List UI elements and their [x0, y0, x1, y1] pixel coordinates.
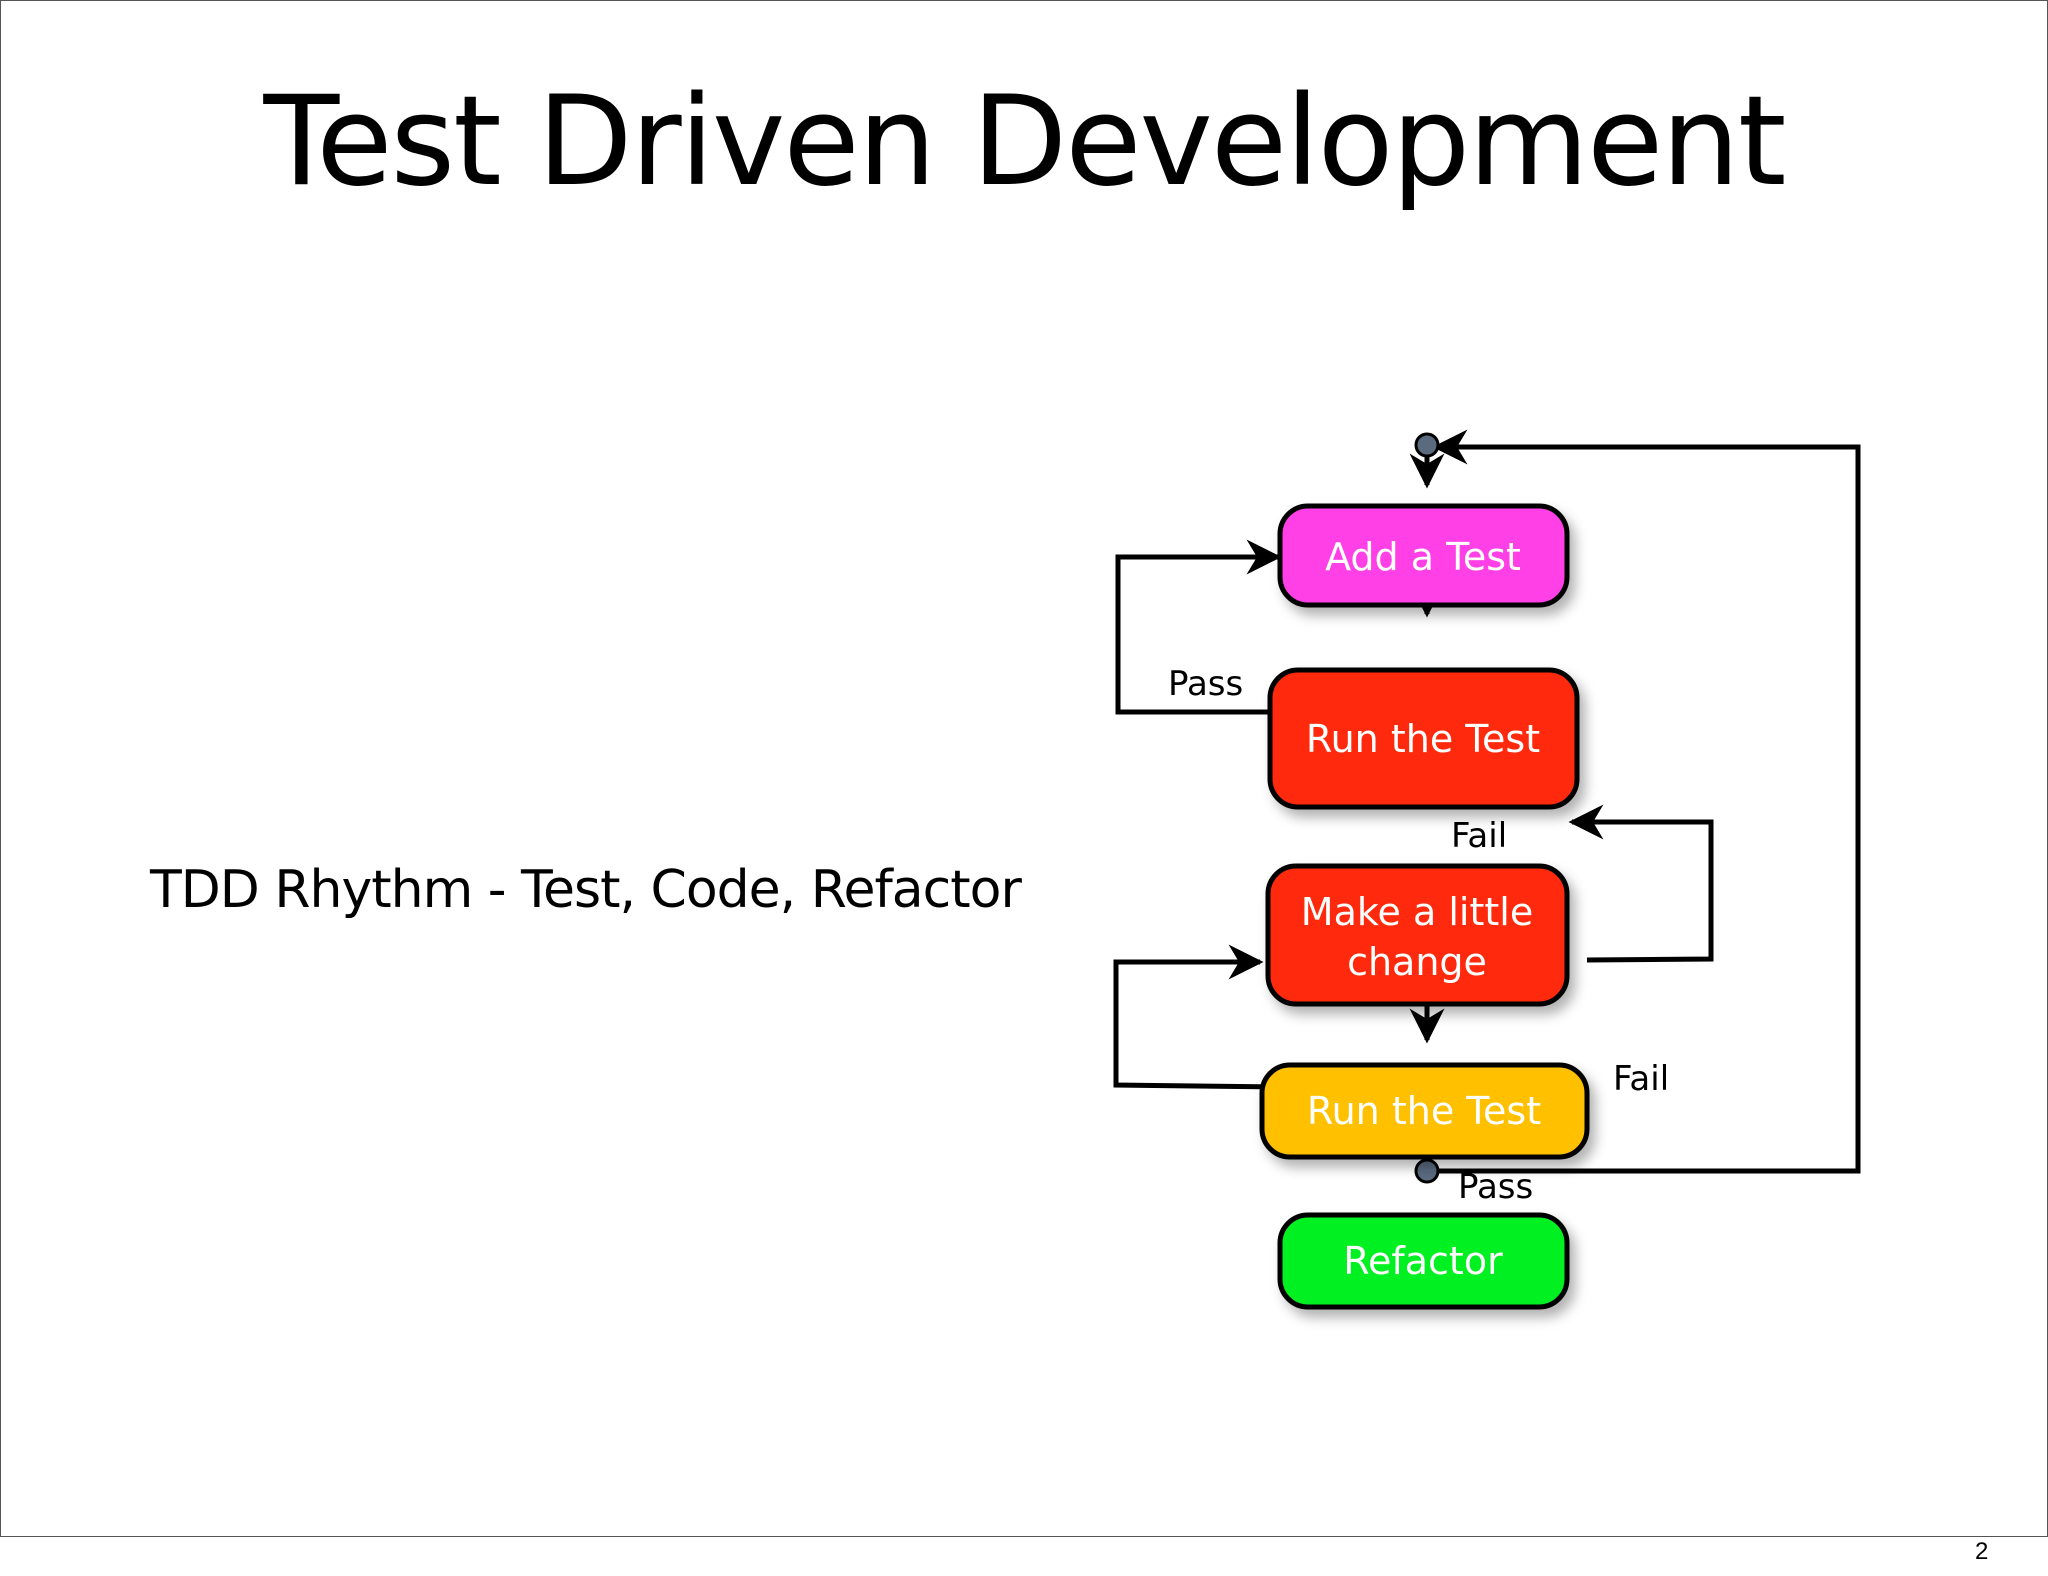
- node-label-make-line2: change: [1347, 940, 1487, 984]
- node-label-run-the-test: Run the Test: [1306, 717, 1540, 761]
- edge-label-fail-right: Fail: [1613, 1059, 1669, 1099]
- page-number: 2: [1975, 1538, 1989, 1565]
- node-refactor: [1277, 1212, 1570, 1310]
- node-add-a-test: [1277, 503, 1570, 608]
- edge-label-pass-top: Pass: [1168, 664, 1243, 704]
- edge-pass-to-add: [1115, 539, 1282, 715]
- edge-loop-back: [1427, 429, 1861, 1174]
- slide: [0, 0, 2048, 1537]
- node-label-refactor: Refactor: [1343, 1239, 1503, 1283]
- node-label-run-the-test-2: Run the Test: [1307, 1089, 1541, 1133]
- slide-subtitle: TDD Rhythm - Test, Code, Refactor: [150, 860, 1022, 920]
- node-run-the-test-2: [1259, 1062, 1590, 1160]
- end-node: [1414, 1158, 1440, 1184]
- edge-refactor-to-run2: [1113, 944, 1281, 1090]
- node-label-make-line1: Make a little: [1301, 890, 1533, 934]
- node-label-add-a-test: Add a Test: [1325, 535, 1521, 579]
- edge-fail-to-change-loop: [1568, 804, 1714, 963]
- start-node: [1414, 432, 1440, 458]
- edge-label-pass-bottom: Pass: [1458, 1167, 1533, 1207]
- slide-title: Test Driven Development: [263, 70, 1787, 214]
- node-run-the-test: [1267, 667, 1580, 810]
- node-make-a-little-change: [1265, 863, 1570, 1007]
- edge-label-fail-top: Fail: [1451, 816, 1507, 856]
